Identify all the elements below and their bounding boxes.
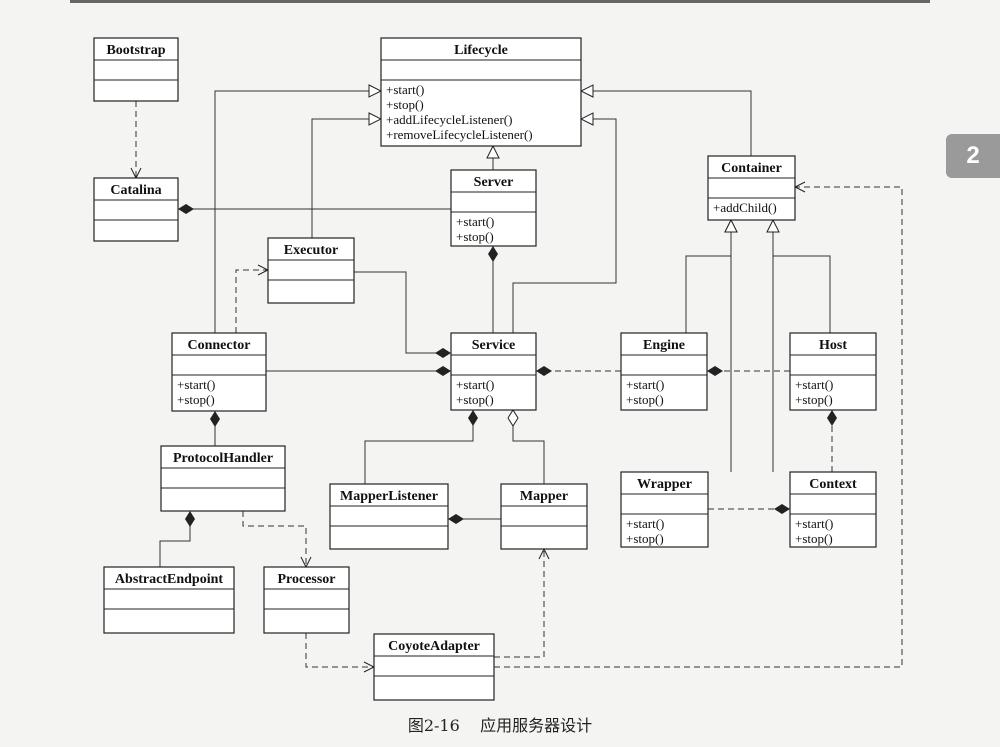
class-name: Processor (277, 572, 335, 587)
class-box (450, 332, 537, 411)
class-operation: +start() (795, 516, 833, 531)
class-box (707, 155, 796, 221)
class-operation: +stop() (795, 531, 833, 546)
class-processor[interactable]: Processor (263, 566, 350, 634)
class-box (171, 332, 267, 412)
edge-processor-coyoteadapter (305, 633, 374, 667)
class-operation: +stop() (456, 229, 494, 244)
class-box (620, 332, 708, 411)
class-name: Container (721, 161, 782, 176)
class-mapper[interactable]: Mapper (500, 483, 588, 550)
class-box (267, 237, 355, 304)
class-operation: +stop() (456, 392, 494, 407)
class-operation: +stop() (795, 392, 833, 407)
edge-protocolhandler-processor (242, 511, 306, 567)
class-bootstrap[interactable]: Bootstrap (93, 37, 179, 102)
class-operation: +start() (795, 377, 833, 392)
class-box (789, 471, 877, 548)
class-mapperlistener[interactable]: MapperListener (329, 483, 449, 550)
class-name: Catalina (110, 183, 161, 198)
figure-number: 图2-16 (407, 716, 460, 735)
class-operation: +stop() (386, 97, 424, 112)
class-name: Bootstrap (106, 43, 165, 58)
class-name: Engine (643, 338, 685, 353)
edge-connector-lifecycle (214, 91, 381, 333)
class-box (93, 177, 179, 242)
class-name: Server (474, 175, 514, 190)
class-operation: +stop() (177, 392, 215, 407)
class-name: Executor (284, 243, 338, 258)
class-operation: +start() (456, 214, 494, 229)
class-operation: +removeLifecycleListener() (386, 127, 533, 142)
edge-executor-lifecycle (311, 119, 381, 238)
class-wrapper[interactable]: Wrapper +start()+stop() (620, 471, 709, 548)
class-box (500, 483, 588, 550)
figure-title: 应用服务器设计 (480, 716, 593, 735)
class-name: ProtocolHandler (173, 451, 273, 466)
class-name: AbstractEndpoint (115, 572, 223, 587)
edge-mapper-service (507, 409, 545, 484)
edge-executor-service (354, 271, 451, 358)
edge-abstractendpoint-protocolhandler (159, 511, 195, 567)
class-operation: +addChild() (713, 200, 777, 215)
edge-service-lifecycle (512, 119, 617, 333)
class-operation: +stop() (626, 531, 664, 546)
class-operation: +start() (456, 377, 494, 392)
class-host[interactable]: Host +start()+stop() (789, 332, 877, 411)
class-box (450, 169, 537, 247)
class-box (380, 37, 582, 147)
class-name: Lifecycle (454, 43, 508, 58)
edge-container-lifecycle (581, 91, 752, 156)
edge-host-container (773, 255, 831, 333)
class-box (373, 633, 495, 701)
class-catalina[interactable]: Catalina (93, 177, 179, 242)
edge-coyoteadapter-mapper (494, 549, 544, 658)
class-name: Mapper (520, 489, 568, 504)
class-engine[interactable]: Engine +start()+stop() (620, 332, 708, 411)
class-protocolhandler[interactable]: ProtocolHandler (160, 445, 286, 512)
edge-mapperlistener-service (364, 410, 478, 484)
edge-coyoteadapter-container (494, 187, 903, 668)
class-container[interactable]: Container +addChild() (707, 155, 796, 221)
class-box (93, 37, 179, 102)
class-operation: +start() (177, 377, 215, 392)
class-box (103, 566, 235, 634)
edge-connector-executor (235, 270, 268, 333)
class-executor[interactable]: Executor (267, 237, 355, 304)
class-operation: +addLifecycleListener() (386, 112, 512, 127)
class-box (160, 445, 286, 512)
class-abstractendpoint[interactable]: AbstractEndpoint (103, 566, 235, 634)
class-name: Service (472, 338, 516, 353)
chapter-tab[interactable]: 2 (946, 134, 1000, 178)
class-connector[interactable]: Connector +start()+stop() (171, 332, 267, 412)
class-name: Context (809, 477, 857, 492)
class-coyoteadapter[interactable]: CoyoteAdapter (373, 633, 495, 701)
class-operation: +stop() (626, 392, 664, 407)
class-operation: +start() (386, 82, 424, 97)
class-box (263, 566, 350, 634)
class-context[interactable]: Context +start()+stop() (789, 471, 877, 548)
class-lifecycle[interactable]: Lifecycle +start()+stop()+addLifecycleLis… (380, 37, 582, 147)
class-service[interactable]: Service +start()+stop() (450, 332, 537, 411)
class-name: MapperListener (340, 489, 438, 504)
class-name: Wrapper (637, 477, 692, 492)
class-box (789, 332, 877, 411)
class-box (329, 483, 449, 550)
page-top-rule (70, 0, 930, 3)
class-operation: +start() (626, 516, 664, 531)
class-operation: +start() (626, 377, 664, 392)
class-name: Connector (188, 338, 251, 353)
figure-caption: 图2-16 应用服务器设计 (0, 712, 1000, 736)
class-name: CoyoteAdapter (388, 639, 480, 654)
class-name: Host (819, 338, 847, 353)
edge-engine-container (685, 220, 731, 333)
class-box (620, 471, 709, 548)
class-server[interactable]: Server +start()+stop() (450, 169, 537, 247)
